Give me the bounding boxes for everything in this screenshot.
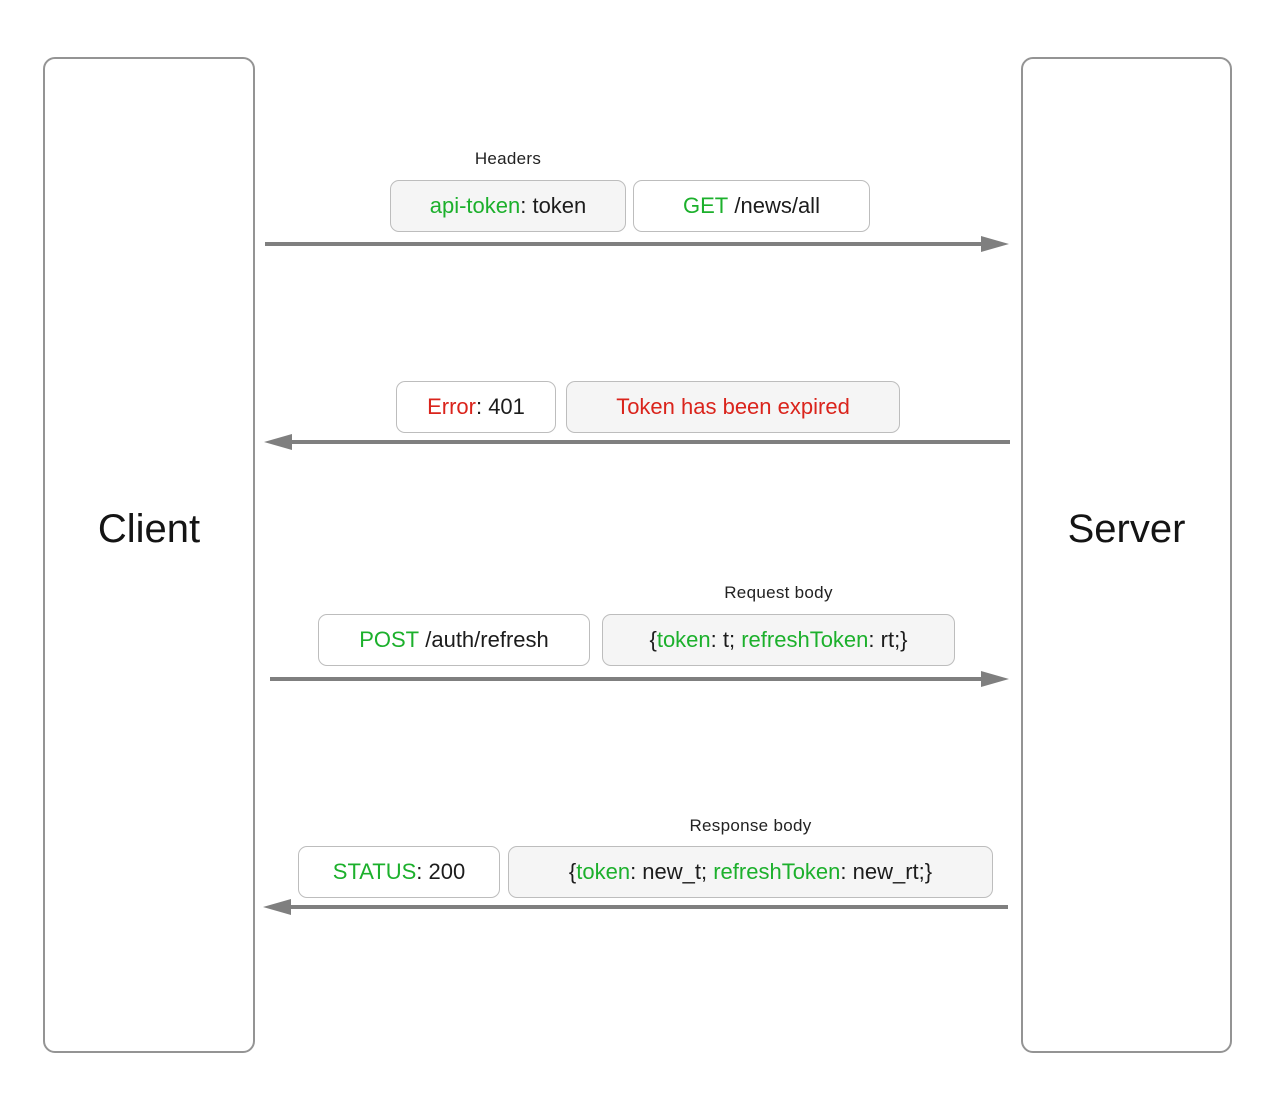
status-label-text: STATUS [332, 859, 417, 884]
request-body-label: Request body [724, 583, 833, 602]
body-refresh-key-text: refreshToken [741, 627, 869, 652]
body-token-key-text: token [656, 627, 711, 652]
http-method-text: GET [683, 193, 729, 218]
get-request-arrow-line [265, 242, 983, 246]
error-label-text: Error [427, 394, 476, 419]
server-lifeline: Server [1021, 57, 1232, 1053]
refresh-request-arrow-line [270, 677, 983, 681]
endpoint-text: /news/all [728, 193, 820, 218]
body-refresh-value-text: : new_rt;} [840, 859, 933, 884]
header-value-text: : token [520, 193, 587, 218]
client-lifeline: Client [43, 57, 255, 1053]
body-token-value-text: : new_t; [630, 859, 714, 884]
body-refresh-value-text: : rt;} [868, 627, 908, 652]
body-brace-text: { [649, 627, 657, 652]
error-code-text: : 401 [475, 394, 525, 419]
header-key-text: api-token [429, 193, 521, 218]
client-label: Client [97, 507, 201, 551]
refresh-response-arrowhead-icon [263, 899, 291, 915]
server-label: Server [1067, 507, 1186, 551]
error-status-box: Error: 401 [396, 381, 556, 433]
refresh-request-body-box: {token: t; refreshToken: rt;} [602, 614, 955, 666]
status-code-text: : 200 [416, 859, 466, 884]
post-refresh-box: POST /auth/refresh [318, 614, 590, 666]
status-200-box: STATUS: 200 [298, 846, 500, 898]
error-response-arrow-line [290, 440, 1010, 444]
headers-label: Headers [474, 149, 542, 168]
body-token-key-text: token [576, 859, 631, 884]
http-method-text: POST [359, 627, 420, 652]
response-body-label: Response body [689, 816, 812, 835]
body-token-value-text: : t; [710, 627, 742, 652]
error-response-arrowhead-icon [264, 434, 292, 450]
get-request-box: GET /news/all [633, 180, 870, 232]
refresh-response-arrow-line [289, 905, 1008, 909]
refresh-response-body-box: {token: new_t; refreshToken: new_rt;} [508, 846, 993, 898]
error-message-box: Token has been expired [566, 381, 900, 433]
endpoint-text: /auth/refresh [419, 627, 549, 652]
body-brace-text: { [568, 859, 577, 884]
get-request-arrowhead-icon [981, 236, 1009, 252]
api-token-header-box: api-token: token [390, 180, 626, 232]
error-message-text: Token has been expired [616, 394, 850, 419]
body-refresh-key-text: refreshToken [713, 859, 841, 884]
refresh-request-arrowhead-icon [981, 671, 1009, 687]
